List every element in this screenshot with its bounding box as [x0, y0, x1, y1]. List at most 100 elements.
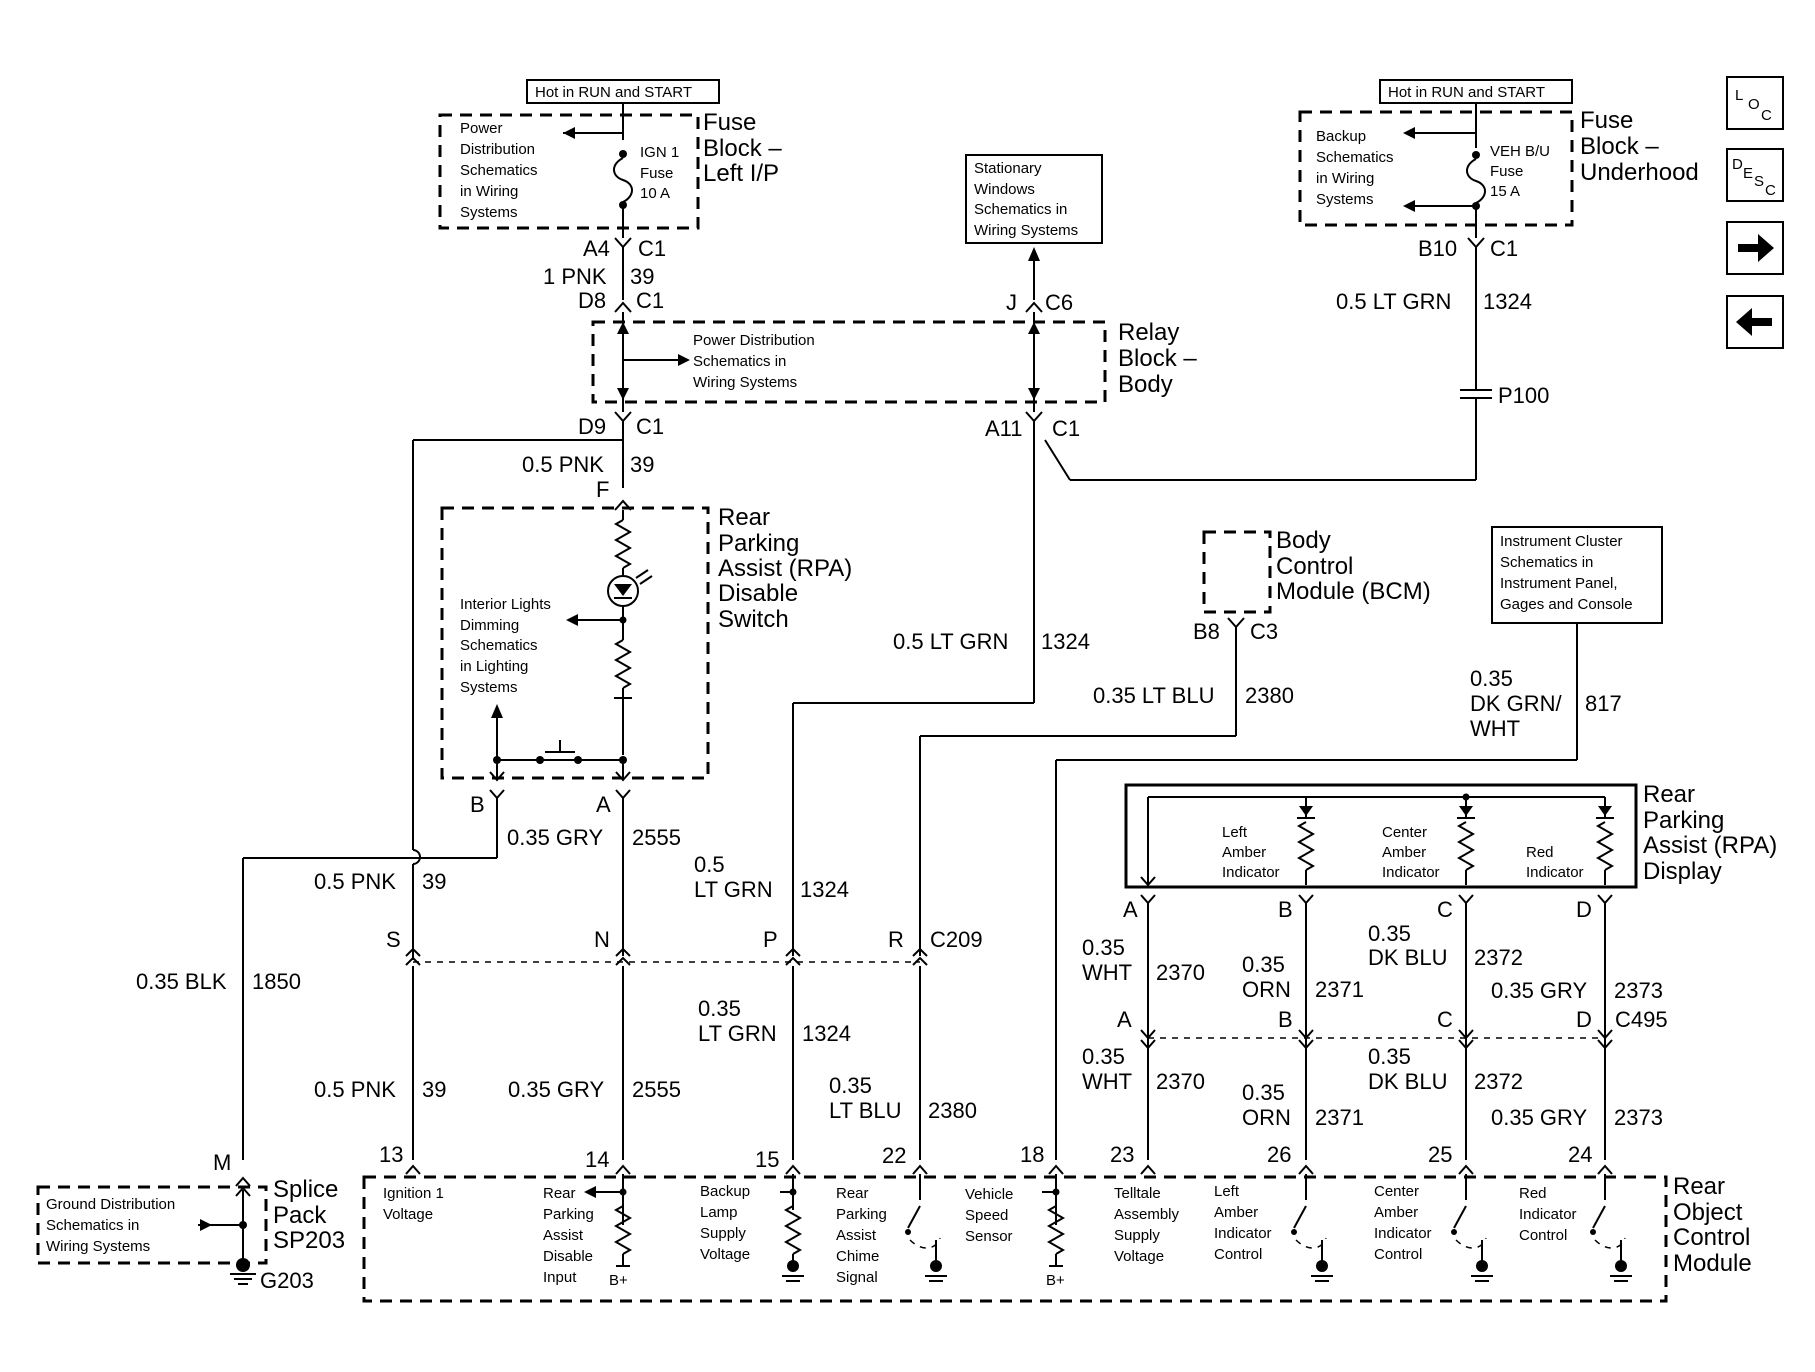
- svg-text:B10: B10: [1418, 236, 1457, 261]
- svg-text:0.35: 0.35: [1082, 935, 1125, 960]
- svg-text:Assist: Assist: [836, 1227, 877, 1244]
- svg-text:0.5 PNK: 0.5 PNK: [314, 869, 396, 894]
- svg-text:P: P: [763, 927, 778, 952]
- ignition1-voltage-label: Ignition 1 Voltage: [383, 1185, 444, 1223]
- svg-text:1 PNK: 1 PNK: [543, 264, 607, 289]
- svg-text:J: J: [1006, 290, 1017, 315]
- svg-text:1324: 1324: [802, 1021, 851, 1046]
- svg-text:2555: 2555: [632, 825, 681, 850]
- wire-05pnk-39-lower: 0.5 PNK 39: [314, 1077, 446, 1102]
- svg-text:Red: Red: [1519, 1185, 1547, 1202]
- prev-arrow-button[interactable]: [1726, 295, 1784, 349]
- svg-text:DK GRN/: DK GRN/: [1470, 691, 1563, 716]
- instrument-cluster-ref: Instrument Cluster Schematics in Instrum…: [1491, 526, 1663, 624]
- wire-035orn-2371-lower: 0.35 ORN 2371: [1242, 1080, 1364, 1130]
- svg-text:Center: Center: [1374, 1183, 1419, 1200]
- svg-text:IGN 1: IGN 1: [640, 144, 679, 161]
- svg-text:D: D: [1576, 1007, 1592, 1032]
- svg-text:0.35: 0.35: [1082, 1044, 1125, 1069]
- svg-text:D: D: [1576, 897, 1592, 922]
- svg-text:2373: 2373: [1614, 978, 1663, 1003]
- svg-text:0.35 BLK: 0.35 BLK: [136, 969, 227, 994]
- svg-text:0.35: 0.35: [1242, 952, 1285, 977]
- svg-text:Underhood: Underhood: [1580, 159, 1699, 186]
- svg-text:D8: D8: [578, 288, 606, 313]
- svg-text:14: 14: [585, 1147, 609, 1172]
- svg-text:Amber: Amber: [1222, 844, 1266, 861]
- svg-text:Assist (RPA): Assist (RPA): [718, 555, 852, 582]
- next-arrow-button[interactable]: [1726, 221, 1784, 275]
- svg-text:0.5: 0.5: [694, 852, 725, 877]
- svg-text:DK BLU: DK BLU: [1368, 1069, 1447, 1094]
- svg-text:Parking: Parking: [1643, 807, 1724, 834]
- svg-text:0.35 GRY: 0.35 GRY: [1491, 978, 1588, 1003]
- svg-text:25: 25: [1428, 1142, 1452, 1167]
- svg-text:0.35: 0.35: [1368, 1044, 1411, 1069]
- svg-text:39: 39: [630, 264, 654, 289]
- loc-button[interactable]: L O C: [1726, 76, 1784, 130]
- desc-button[interactable]: D E S C: [1726, 148, 1784, 202]
- splice-pack-title: Splice Pack SP203: [273, 1176, 345, 1254]
- svg-text:Amber: Amber: [1214, 1204, 1258, 1221]
- svg-text:A4: A4: [583, 236, 610, 261]
- wire-035gry-2373-upper: 0.35 GRY 2373: [1491, 978, 1663, 1003]
- connector-f: F: [596, 477, 632, 511]
- svg-text:Wiring Systems: Wiring Systems: [46, 1238, 150, 1255]
- svg-text:Power Distribution: Power Distribution: [693, 332, 815, 349]
- wire-035orn-2371-upper: 0.35 ORN 2371: [1242, 952, 1364, 1002]
- svg-text:15: 15: [755, 1147, 779, 1172]
- center-amber-indicator-label: Center Amber Indicator: [1382, 824, 1440, 881]
- svg-text:Display: Display: [1643, 858, 1722, 885]
- svg-text:Control: Control: [1673, 1224, 1750, 1251]
- connector-b-switch: B: [470, 789, 505, 817]
- svg-text:Voltage: Voltage: [1114, 1248, 1164, 1265]
- fuse-block-left-title: Fuse Block – Left I/P: [703, 109, 782, 187]
- svg-text:Wiring Systems: Wiring Systems: [974, 222, 1078, 239]
- svg-text:Parking: Parking: [543, 1206, 594, 1223]
- svg-text:Instrument Panel,: Instrument Panel,: [1500, 575, 1618, 592]
- red-indicator-control-label: Red Indicator Control: [1519, 1185, 1577, 1244]
- svg-text:R: R: [888, 927, 904, 952]
- connector-a4-c1: A4 C1: [583, 236, 666, 261]
- svg-text:Schematics in: Schematics in: [693, 353, 786, 370]
- svg-text:Left I/P: Left I/P: [703, 160, 779, 187]
- svg-text:M: M: [213, 1150, 231, 1175]
- arrow-left-icon: [1736, 308, 1772, 336]
- connector-b10-c1: B10 C1: [1418, 236, 1518, 261]
- rpa-display-title: Rear Parking Assist (RPA) Display: [1643, 781, 1777, 885]
- svg-text:22: 22: [882, 1143, 906, 1168]
- svg-text:Systems: Systems: [460, 679, 518, 696]
- svg-text:C495: C495: [1615, 1007, 1668, 1032]
- svg-text:Control: Control: [1519, 1227, 1567, 1244]
- svg-text:Dimming: Dimming: [460, 617, 519, 634]
- svg-text:C6: C6: [1045, 290, 1073, 315]
- svg-text:Fuse: Fuse: [1490, 163, 1523, 180]
- svg-text:SP203: SP203: [273, 1227, 345, 1254]
- wire-035wht-2370-lower: 0.35 WHT 2370: [1082, 1044, 1205, 1094]
- svg-text:Assist: Assist: [543, 1227, 584, 1244]
- svg-text:Object: Object: [1673, 1199, 1743, 1226]
- svg-text:Schematics: Schematics: [1316, 149, 1394, 166]
- svg-text:Voltage: Voltage: [700, 1246, 750, 1263]
- svg-text:in Lighting: in Lighting: [460, 658, 528, 675]
- connector-c495: A B C D C495: [1117, 1007, 1668, 1050]
- svg-text:0.35: 0.35: [1242, 1080, 1285, 1105]
- svg-text:Body: Body: [1276, 527, 1331, 554]
- svg-text:Distribution: Distribution: [460, 141, 535, 158]
- svg-text:Indicator: Indicator: [1374, 1225, 1432, 1242]
- wire-035dkblu-2372-lower: 0.35 DK BLU 2372: [1368, 1044, 1523, 1094]
- svg-text:39: 39: [422, 869, 446, 894]
- connector-rpa-a: A: [1123, 894, 1156, 922]
- svg-text:Instrument Cluster: Instrument Cluster: [1500, 533, 1623, 550]
- svg-text:Stationary: Stationary: [974, 160, 1042, 177]
- svg-text:Body: Body: [1118, 371, 1173, 398]
- svg-text:WHT: WHT: [1082, 1069, 1132, 1094]
- svg-text:Control: Control: [1374, 1246, 1422, 1263]
- svg-text:Fuse: Fuse: [1580, 107, 1633, 134]
- wire-035ltblu-2380: 0.35 LT BLU 2380: [1093, 683, 1294, 708]
- svg-text:Wiring Systems: Wiring Systems: [693, 374, 797, 391]
- svg-text:A: A: [1123, 897, 1138, 922]
- svg-text:E: E: [1743, 165, 1753, 182]
- telltale-supply-label: Telltale Assembly Supply Voltage: [1114, 1185, 1180, 1265]
- svg-text:S: S: [1754, 173, 1764, 190]
